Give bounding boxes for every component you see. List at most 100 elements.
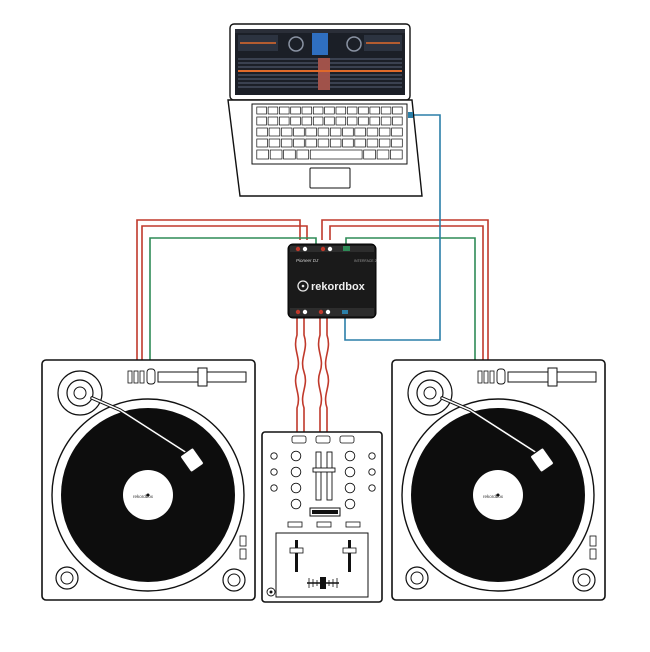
usb-cable [344, 114, 441, 341]
keyboard-key [358, 116, 369, 126]
mixer-cue-button-left[interactable] [287, 521, 303, 528]
red-cable-right-outer [321, 219, 489, 360]
interface-jack-top-1 [295, 246, 301, 252]
mixer-knob[interactable] [368, 468, 376, 476]
interface-jack-top-3 [320, 246, 326, 252]
keyboard-key [358, 106, 369, 115]
laptop [227, 23, 423, 197]
keyboard-key [342, 127, 354, 137]
spindle-left [146, 493, 150, 497]
keyboard-key [366, 138, 379, 148]
mixer-knob[interactable] [344, 498, 356, 510]
mixer-knob[interactable] [344, 466, 356, 478]
keyboard-key [363, 149, 376, 160]
keyboard-key [256, 127, 268, 137]
keyboard-key [256, 149, 269, 160]
mixer-knob[interactable] [270, 452, 278, 460]
keyboard-key [293, 138, 305, 148]
mixer-input-3 [339, 435, 355, 444]
speed-switch-left-3[interactable] [139, 370, 145, 384]
cables [136, 114, 489, 432]
keyboard-key [346, 106, 358, 115]
mixer-knobs [270, 450, 376, 510]
channel-fader-cap-right[interactable] [342, 547, 357, 554]
target-light-left-inner [227, 573, 241, 587]
pitch-slider-handle-right[interactable] [547, 367, 558, 387]
interface-bottom-panel [290, 308, 374, 316]
pitch-slider-handle-left[interactable] [197, 367, 208, 387]
keyboard-key [256, 106, 267, 115]
speed-switch-right-1[interactable] [477, 370, 483, 384]
target-light-right-inner [577, 573, 591, 587]
crossfader-ticks [308, 578, 338, 588]
channel-fader-cap-left[interactable] [289, 547, 304, 554]
power-button-right[interactable] [496, 368, 506, 385]
keyboard-key [256, 138, 268, 148]
mixer-knob[interactable] [368, 452, 376, 460]
keyboard-spacebar [309, 149, 363, 160]
red-cable-mixer-right [317, 318, 323, 432]
screen-jog-right [346, 36, 362, 52]
mixer-knob[interactable] [290, 466, 302, 478]
keyboard-key [301, 116, 313, 126]
mixer-center-fader-cap[interactable] [312, 467, 336, 473]
keyboard-key [267, 116, 279, 126]
start-stop-button-right-inner [410, 571, 424, 585]
screen-highlight-row [238, 70, 402, 72]
keyboard-key [268, 127, 281, 137]
screen-album-strip [318, 58, 330, 90]
keyboard-key [392, 106, 403, 115]
keyboard-key [342, 138, 354, 148]
channel-fader-slot-right[interactable] [348, 540, 351, 572]
mixer-knob[interactable] [270, 484, 278, 492]
mixer-knob[interactable] [368, 484, 376, 492]
speed-switch-left-1[interactable] [127, 370, 133, 384]
green-ground-cable-right [345, 237, 476, 360]
interface-jack-bottom-1 [295, 309, 301, 315]
speed-button-right-b[interactable] [589, 548, 597, 560]
keyboard-key [369, 116, 380, 126]
tonearm-pivot-left [73, 386, 87, 400]
interface-jack-bottom-2 [302, 309, 308, 315]
keyboard-key [366, 127, 379, 137]
keyboard-key [346, 116, 358, 126]
mixer-knob[interactable] [290, 450, 302, 462]
keyboard-key [305, 138, 317, 148]
mixer-center-fader-slot-1[interactable] [315, 451, 322, 501]
mixer-knob[interactable] [344, 450, 356, 462]
mixer-knob[interactable] [344, 482, 356, 494]
interface-jack-top-2 [302, 246, 308, 252]
tonearm-right-inner [441, 397, 541, 456]
rekordbox-logo-icon [297, 280, 309, 292]
keyboard-key [312, 116, 324, 126]
mixer-center-fader-slot-2[interactable] [326, 451, 333, 501]
keyboard-key [312, 106, 324, 115]
red-cable-mixer-left [294, 318, 300, 432]
keyboard-key [329, 138, 342, 148]
speed-button-left-a[interactable] [239, 535, 247, 547]
mixer-knob[interactable] [290, 498, 302, 510]
speed-button-left-b[interactable] [239, 548, 247, 560]
mixer-cue-button-center[interactable] [316, 521, 332, 528]
mixer-knob[interactable] [270, 468, 278, 476]
speed-button-right-a[interactable] [589, 535, 597, 547]
speed-switch-left-2[interactable] [133, 370, 139, 384]
interface-jack-top-4 [327, 246, 333, 252]
cartridge-left [179, 447, 205, 473]
record-label-text-left: rekordbox [133, 494, 154, 499]
keyboard-key [305, 127, 317, 137]
power-button-left[interactable] [146, 368, 156, 385]
speed-switch-right-3[interactable] [489, 370, 495, 384]
channel-fader-slot-left[interactable] [295, 540, 298, 572]
keyboard-key [378, 138, 391, 148]
mixer-knob[interactable] [290, 482, 302, 494]
keyboard-keys [256, 106, 403, 160]
keyboard-key [269, 149, 283, 160]
mixer-center-display-bar [312, 510, 338, 514]
crossfader-cap[interactable] [320, 577, 326, 589]
speed-switch-right-2[interactable] [483, 370, 489, 384]
keyboard-key [335, 116, 347, 126]
mixer-cue-button-right[interactable] [345, 521, 361, 528]
mixer-input-2 [315, 435, 331, 444]
